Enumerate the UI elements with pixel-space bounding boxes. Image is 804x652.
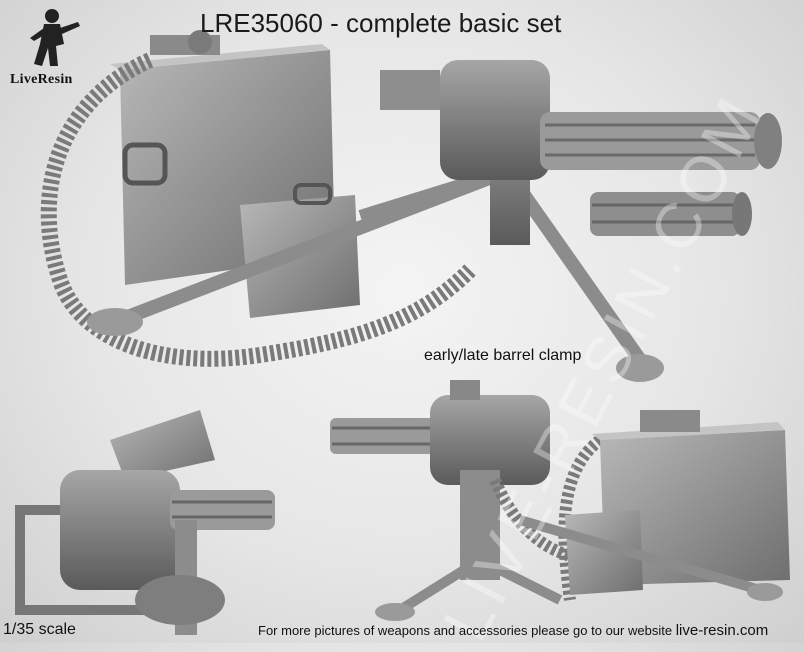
brand-logo[interactable]: LiveResin <box>6 4 102 90</box>
main-render-ammo-belt <box>40 52 476 367</box>
soldier-icon <box>30 9 80 66</box>
page-title: LRE35060 - complete basic set <box>200 8 562 38</box>
barrel-clamp-render <box>590 192 752 236</box>
footer-text: For more pictures of weapons and accesso… <box>258 623 673 638</box>
barrel-clamp-caption: early/late barrel clamp <box>424 347 582 364</box>
scale-label: 1/35 scale <box>3 621 76 638</box>
bottom-center-render <box>330 380 601 621</box>
bottom-left-render <box>15 410 275 635</box>
bottom-right-render <box>518 410 790 601</box>
main-render-minigun <box>380 60 782 180</box>
brand-name: LiveResin <box>10 72 73 87</box>
footer-note: For more pictures of weapons and accesso… <box>258 622 768 639</box>
website-link[interactable]: live-resin.com <box>675 622 769 639</box>
